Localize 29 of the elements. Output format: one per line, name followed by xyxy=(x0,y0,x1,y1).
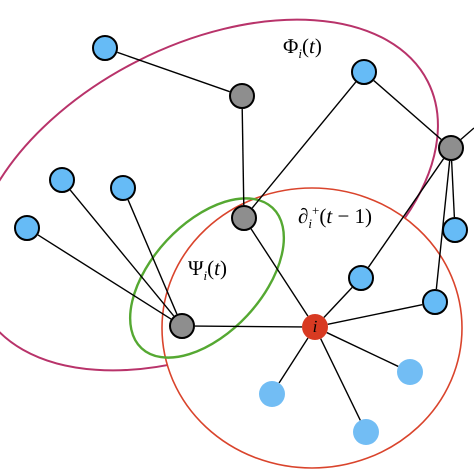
edge-line xyxy=(70,190,174,316)
region-label: Φ$_{i}$(t) xyxy=(283,36,322,60)
node-circle xyxy=(442,217,468,243)
node-circle xyxy=(92,35,118,61)
edge-line xyxy=(117,52,230,92)
edge-line xyxy=(250,228,308,316)
edge-line xyxy=(320,338,361,421)
edge-line xyxy=(436,160,450,290)
edge-line xyxy=(38,234,172,320)
node-circle xyxy=(438,135,464,161)
edge-line xyxy=(373,80,442,140)
region-label: ∂$_{i}$$^{+}$(t − 1) xyxy=(298,204,372,230)
edge-line xyxy=(328,304,422,326)
node-circle xyxy=(14,215,40,241)
edge-line xyxy=(252,82,356,208)
edge-line xyxy=(368,158,444,268)
edge-line xyxy=(323,287,353,318)
edge-line xyxy=(127,200,178,314)
edge-line xyxy=(242,109,244,205)
edge-line xyxy=(450,160,456,218)
edge-line xyxy=(278,338,309,384)
edge-line xyxy=(326,332,399,368)
edge-line xyxy=(195,325,302,328)
node-circle xyxy=(110,175,136,201)
region-label: Ψ$_{i}$(t) xyxy=(188,258,227,282)
edge-line xyxy=(460,127,474,140)
node-circle xyxy=(229,83,255,109)
node-circle xyxy=(49,167,75,193)
node-circle xyxy=(351,59,377,85)
